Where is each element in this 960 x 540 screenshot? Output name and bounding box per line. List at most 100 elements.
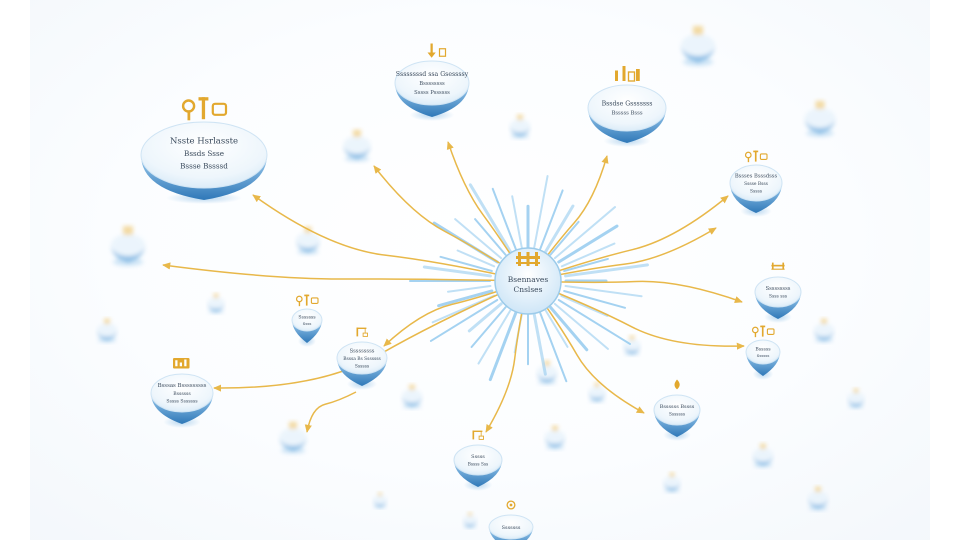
node-label: Sssssss [669, 412, 685, 417]
node-body [336, 341, 388, 375]
node-body [745, 339, 781, 365]
node-label: Sssssss [298, 314, 316, 320]
connector-arrow [527, 280, 745, 350]
chart-icon [173, 358, 190, 369]
burst-ray [557, 224, 619, 264]
node-body [291, 308, 323, 332]
burst-ray [468, 183, 513, 254]
node-label: Sssss [471, 454, 485, 460]
node-body [150, 373, 214, 413]
flame-icon [674, 379, 680, 390]
node-label: Bssdse Gsssssss [602, 101, 653, 108]
burst-ray [532, 311, 547, 376]
building-icon [552, 425, 558, 431]
burst-ray [548, 305, 589, 352]
node-body [754, 276, 802, 308]
background-node [111, 226, 145, 266]
hub-node: Bsennaves Cnslses [494, 247, 562, 315]
background-node [463, 512, 477, 529]
node-body [488, 514, 534, 540]
crane-icon [356, 327, 368, 337]
connector-arrow [304, 391, 357, 433]
building-icon [123, 226, 133, 235]
tools-icon [181, 97, 228, 121]
burst-ray [488, 310, 518, 382]
connector-arrow [527, 195, 729, 282]
factory-icon [615, 66, 640, 82]
connector-lines [162, 141, 745, 433]
node-body [453, 444, 503, 476]
tools-icon [744, 150, 768, 163]
node-label: Ssssss [757, 353, 770, 358]
building-icon [594, 382, 600, 387]
background-node [279, 421, 307, 454]
burst-ray [431, 294, 496, 324]
node-label: Ssssssssd ssa Gsessssy [396, 71, 469, 78]
building-icon [853, 388, 859, 393]
building-icon [378, 492, 382, 496]
building-icon [815, 486, 821, 492]
node-bottom-edge[interactable]: Sssssss [488, 500, 534, 540]
background-node [813, 318, 835, 343]
node-label: Nsste Hsrlasste [170, 137, 238, 147]
bridge-icon [771, 262, 785, 270]
burst-ray [563, 257, 609, 273]
burst-ray [538, 310, 568, 383]
node-label: Sssssssss [350, 348, 375, 354]
building-icon [815, 100, 825, 109]
node-label: Bsssss [755, 346, 771, 352]
node-label: Bsssa Bs Sssssss [343, 357, 381, 362]
node-label: Bssds Ssse [184, 149, 224, 158]
building-icon [104, 318, 110, 324]
burst-ray [454, 218, 503, 260]
background-node [752, 443, 774, 468]
node-label: Ssss sss [769, 295, 788, 300]
background-node [588, 382, 606, 403]
node-label: Sssss Sssssss [166, 399, 198, 405]
node-label: Bssssss Bssss [660, 404, 695, 410]
background-node [536, 360, 558, 385]
background-node [663, 472, 681, 493]
tools-icon [751, 325, 775, 338]
connector-arrow [527, 280, 743, 303]
node-label: Sssss [750, 189, 763, 194]
burst-ray [429, 298, 499, 342]
connector-arrow [252, 194, 529, 282]
background-node [847, 388, 865, 409]
burst-ray [467, 302, 503, 333]
building-icon [821, 318, 827, 324]
background-node [804, 100, 836, 137]
burst-ray [543, 204, 575, 254]
building-icon [353, 129, 361, 137]
burst-ray [563, 289, 627, 309]
burst-ray [564, 285, 643, 298]
bridge-icon [516, 252, 540, 266]
background-nodes [96, 26, 865, 529]
background-node [807, 486, 829, 511]
node-label: Ssss [303, 321, 312, 326]
burst-ray [544, 308, 569, 348]
background-node [401, 384, 423, 409]
background-node [373, 492, 387, 509]
background-node [207, 293, 225, 314]
node-label: Sssss Pssssss [414, 90, 450, 96]
building-icon [760, 443, 766, 449]
node-label: Bssses Bsssdsss [735, 173, 778, 179]
burst-ray [553, 302, 609, 350]
gear-icon [506, 500, 516, 510]
burst-ray [446, 285, 492, 293]
